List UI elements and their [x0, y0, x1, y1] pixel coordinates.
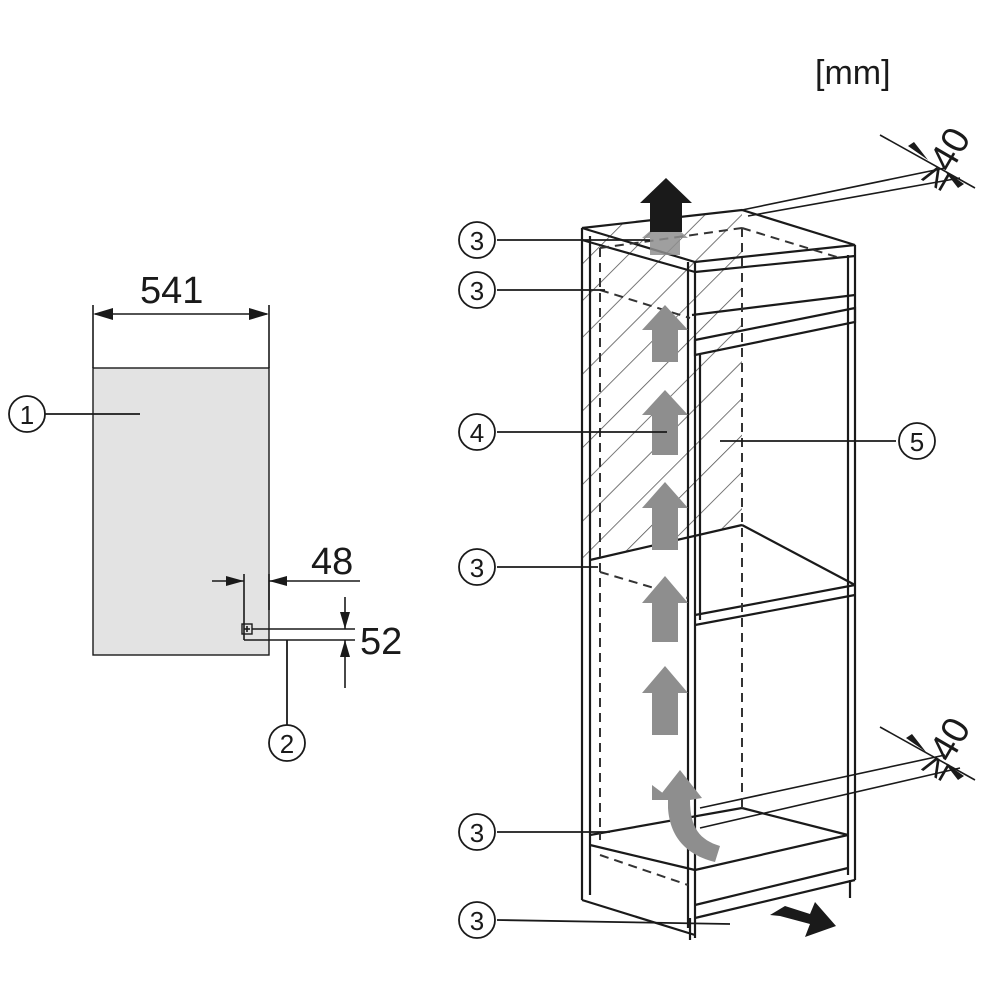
width-dimension: [92, 305, 270, 368]
svg-text:1: 1: [20, 400, 34, 430]
callout-3-bottom-vent: 3: [458, 901, 496, 939]
svg-text:3: 3: [470, 906, 484, 936]
svg-text:2: 2: [280, 729, 294, 759]
svg-text:3: 3: [470, 276, 484, 306]
callout-leaders: [496, 239, 896, 925]
svg-text:3: 3: [470, 226, 484, 256]
horizontal-offset-dimension: [212, 574, 360, 641]
callout-3-lower-vent: 3: [458, 813, 496, 851]
callout-1: 1: [8, 395, 46, 433]
svg-text:3: 3: [470, 818, 484, 848]
callout-4: 4: [458, 413, 496, 451]
bottom-clearance-label: ≥40: [911, 711, 979, 787]
callout-2: 2: [268, 724, 306, 762]
vertical-offset-dimension: [252, 597, 355, 688]
hatched-panel: [582, 210, 742, 562]
unit-label: [mm]: [815, 54, 891, 92]
bottom-clearance-dimension: [699, 726, 976, 829]
intake-arrow: [770, 902, 836, 937]
top-clearance-dimension: [741, 134, 976, 217]
airflow-arrows: [642, 218, 720, 862]
vertical-offset-label: 52: [360, 621, 402, 663]
appliance-front-panel: [92, 367, 270, 656]
svg-text:3: 3: [470, 553, 484, 583]
svg-text:4: 4: [470, 418, 484, 448]
callout-3-middle-vent: 3: [458, 548, 496, 586]
callout-3-top-vent: 3: [458, 221, 496, 259]
width-dimension-label: 541: [140, 270, 203, 312]
upper-compartment: [589, 293, 857, 627]
exhaust-arrow: [640, 178, 692, 232]
callout-3-upper-vent: 3: [458, 271, 496, 309]
horizontal-offset-label: 48: [311, 541, 353, 583]
cabinet-outline: [580, 208, 857, 940]
callout-5: 5: [898, 422, 936, 460]
svg-text:5: 5: [910, 427, 924, 457]
